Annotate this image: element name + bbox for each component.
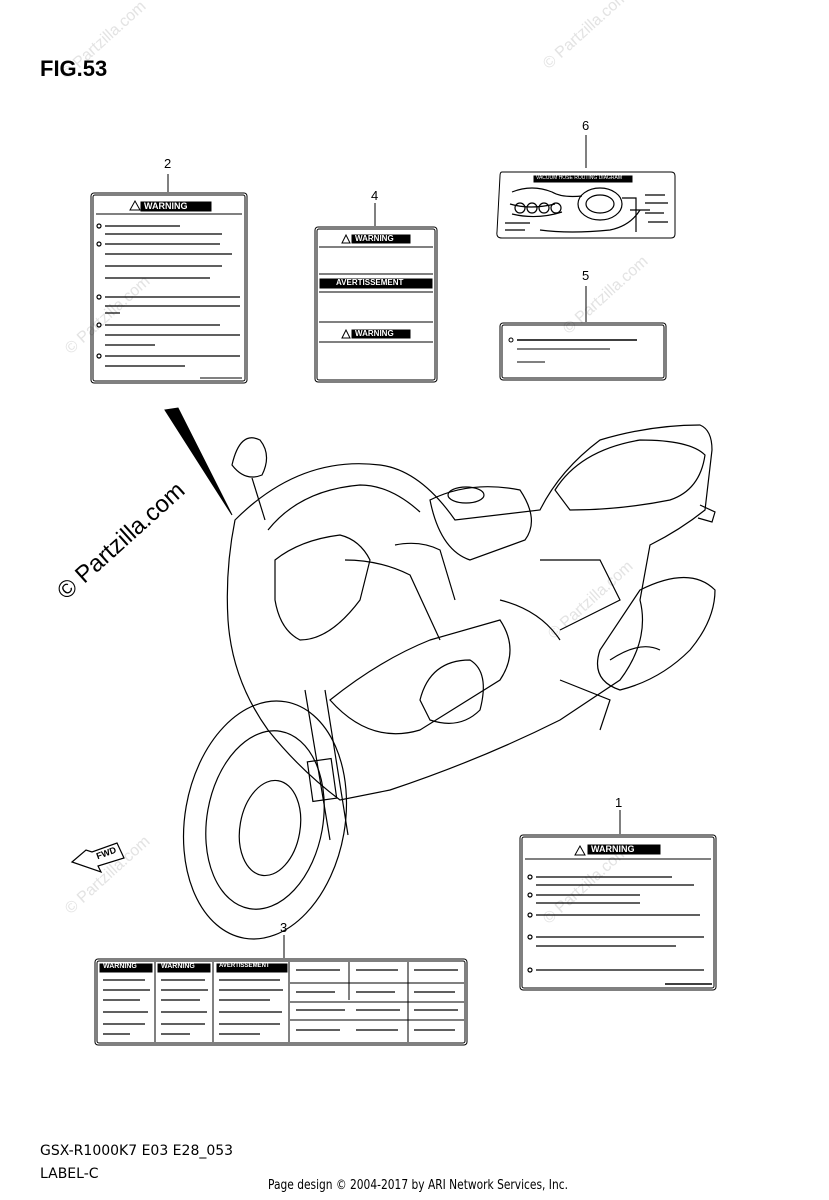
warning-heading: WARNING bbox=[591, 844, 635, 854]
motorcycle-drawing bbox=[182, 424, 716, 940]
label-3-multilingual-sticker bbox=[94, 935, 468, 1046]
callout-number: 2 bbox=[164, 156, 172, 171]
label-5-caution-sticker bbox=[499, 286, 667, 381]
callout-number: 6 bbox=[582, 118, 590, 133]
warning-heading: WARNING bbox=[355, 329, 394, 338]
label-1-warning-sticker bbox=[519, 810, 717, 991]
label-2-warning-sticker bbox=[90, 174, 248, 384]
warning-heading: WARNING bbox=[161, 963, 195, 970]
label-6-vacuum-hose-diagram bbox=[496, 135, 676, 239]
figure-title: FIG.53 bbox=[40, 56, 108, 81]
callout-number: 1 bbox=[615, 795, 623, 810]
avertissement-heading: AVERTISSEMENT bbox=[219, 963, 270, 969]
callout-number: 5 bbox=[582, 268, 590, 283]
avertissement-heading: AVERTISSEMENT bbox=[336, 278, 404, 287]
fwd-arrow-icon bbox=[70, 842, 125, 874]
group-name: LABEL-C bbox=[40, 1166, 99, 1182]
callout-number: 3 bbox=[280, 920, 288, 935]
label-4-warning-sticker bbox=[314, 203, 438, 383]
copyright-footer: Page design © 2004-2017 by ARI Network S… bbox=[268, 1178, 568, 1193]
model-code: GSX-R1000K7 E03 E28_053 bbox=[40, 1143, 234, 1159]
leader-arrow bbox=[164, 407, 233, 516]
vacuum-diagram-title: VACUUM HOSE ROUTING DIAGRAM bbox=[536, 175, 623, 181]
warning-heading: WARNING bbox=[103, 963, 137, 970]
warning-heading: WARNING bbox=[355, 234, 394, 243]
warning-heading: WARNING bbox=[144, 201, 188, 211]
callout-number: 4 bbox=[371, 188, 379, 203]
